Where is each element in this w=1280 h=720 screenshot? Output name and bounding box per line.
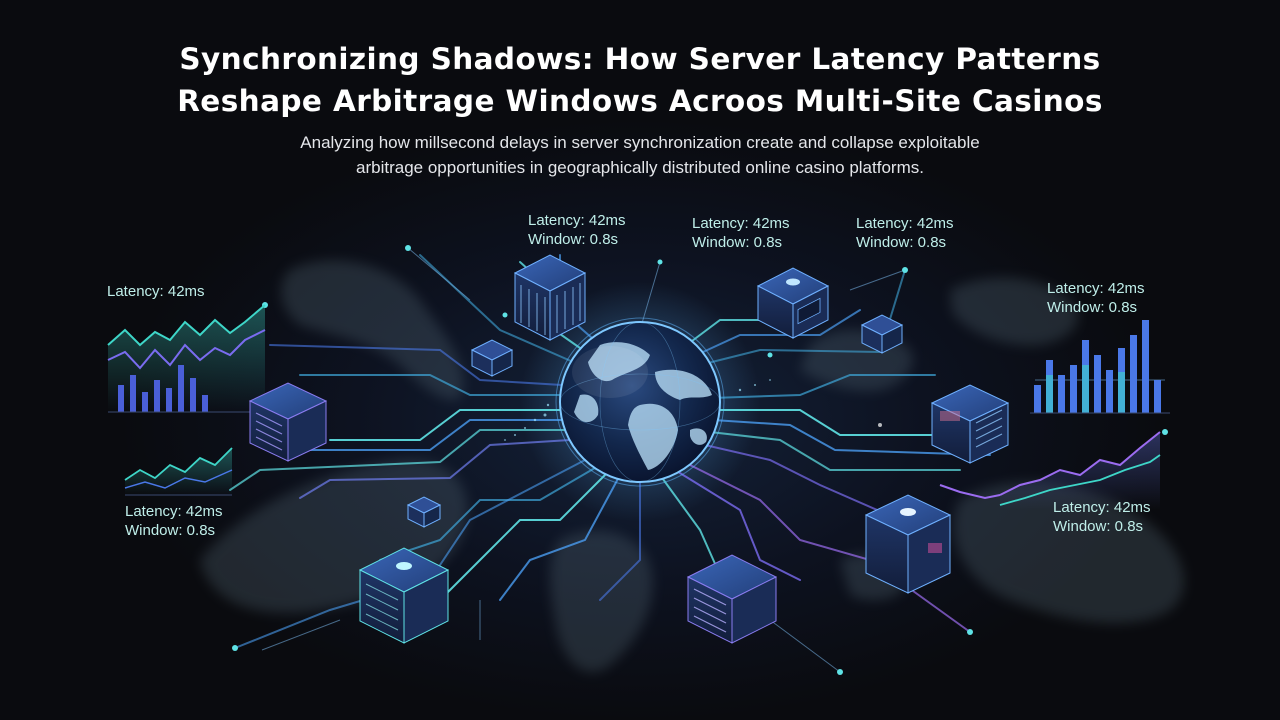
latency-text: Latency: 42ms (1053, 499, 1151, 516)
globe-icon (555, 317, 725, 487)
server-icon (248, 254, 1010, 644)
window-text: Window: 0.8s (1047, 299, 1138, 316)
bar-chart-icon (1030, 320, 1170, 414)
metric-label-far-right: Latency: 42ms Window: 0.8s (1047, 279, 1145, 317)
latency-text: Latency: 42ms (107, 283, 205, 300)
line-chart-icon (107, 304, 266, 413)
window-text: Window: 0.8s (528, 231, 619, 248)
latency-text: Latency: 42ms (856, 215, 954, 232)
window-text: Window: 0.8s (692, 234, 783, 251)
latency-text: Latency: 42ms (125, 503, 223, 520)
line-chart-icon (124, 447, 233, 496)
latency-text: Latency: 42ms (692, 215, 790, 232)
window-text: Window: 0.8s (1053, 518, 1144, 535)
latency-text: Latency: 42ms (528, 212, 626, 229)
metric-label-top-right: Latency: 42ms Window: 0.8s (856, 214, 954, 252)
metric-label-right-lower: Latency: 42ms Window: 0.8s (1053, 498, 1151, 536)
page-title-line-2: Reshape Arbitrage Windows Acroos Multi-S… (177, 84, 1103, 118)
page-subtitle-line-1: Analyzing how millsecond delays in serve… (300, 133, 980, 152)
window-text: Window: 0.8s (856, 234, 947, 251)
latency-text: Latency: 42ms (1047, 280, 1145, 297)
network-connection-lines (229, 254, 991, 649)
metric-label-top-left: Latency: 42ms Window: 0.8s (528, 211, 626, 249)
metric-label-left-chart: Latency: 42ms (107, 282, 205, 301)
page-title: Synchronizing Shadows: How Server Latenc… (0, 38, 1280, 122)
page-subtitle-line-2: arbitrage opportunities in geographicall… (356, 158, 924, 177)
data-particles (504, 379, 882, 441)
page-subtitle: Analyzing how millsecond delays in serve… (0, 130, 1280, 180)
network-nodes (232, 245, 1168, 675)
window-text: Window: 0.8s (125, 522, 216, 539)
metric-label-left-lower: Latency: 42ms Window: 0.8s (125, 502, 223, 540)
page-title-line-1: Synchronizing Shadows: How Server Latenc… (179, 42, 1101, 76)
line-chart-icon (939, 431, 1161, 510)
metric-label-top-center: Latency: 42ms Window: 0.8s (692, 214, 790, 252)
